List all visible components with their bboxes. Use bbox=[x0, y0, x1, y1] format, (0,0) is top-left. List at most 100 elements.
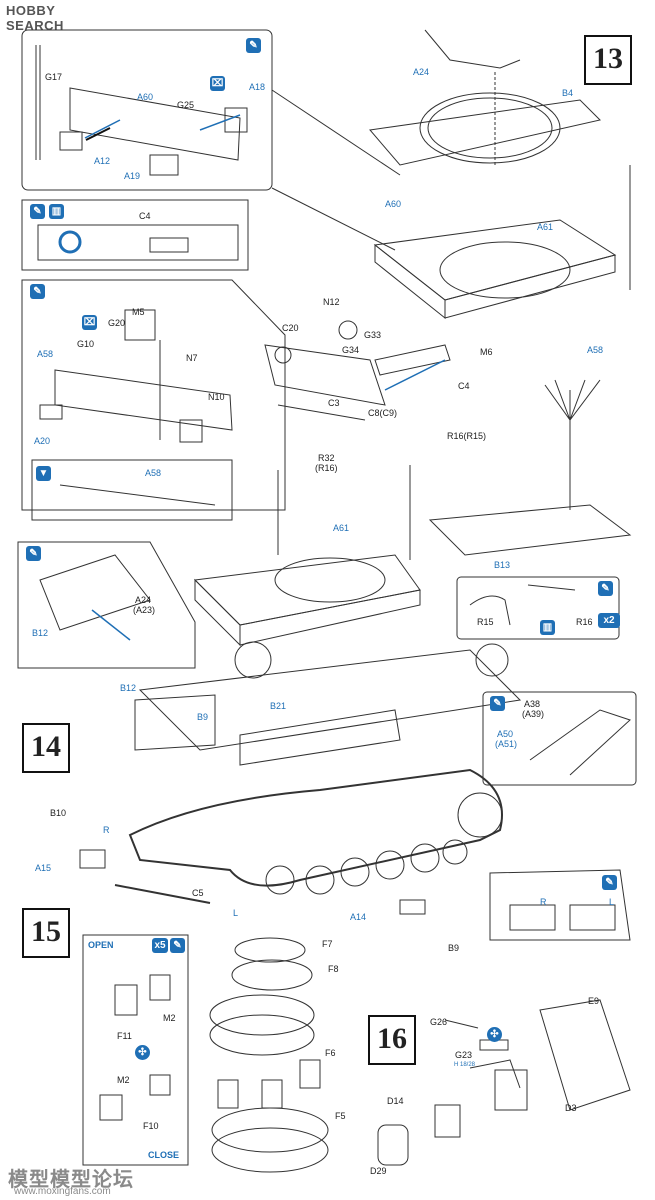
part-label-b9: B9 bbox=[197, 712, 209, 722]
part-label-b12: B12 bbox=[32, 628, 49, 638]
track-link-label-r: R bbox=[540, 897, 547, 907]
part-label-f10: F10 bbox=[143, 1121, 159, 1131]
part-label-g26: G26 bbox=[430, 1017, 448, 1027]
part-label-h: H 18/28 bbox=[454, 1062, 476, 1068]
part-label-r16-r15: R16(R15) bbox=[447, 431, 487, 441]
cement-icon: ✎ bbox=[246, 38, 261, 53]
part-label-g34: G34 bbox=[342, 345, 360, 355]
hull-top-a61 bbox=[373, 219, 617, 301]
part-label-g20: G20 bbox=[108, 318, 126, 328]
side-panel-c20 bbox=[264, 344, 386, 406]
detail-box-fender bbox=[21, 279, 286, 511]
detail-box-c4 bbox=[21, 199, 249, 271]
part-label-a58: A58 bbox=[587, 345, 604, 355]
part-label-d14: D14 bbox=[387, 1096, 404, 1106]
flip-icon: ▼ bbox=[36, 466, 51, 481]
part-label-d29: D29 bbox=[370, 1166, 387, 1176]
part-label-a50: A50 bbox=[497, 729, 514, 739]
step-number-14: 14 bbox=[22, 723, 70, 773]
part-label-c5: C5 bbox=[192, 888, 204, 898]
part-label-m5: M5 bbox=[132, 307, 145, 317]
part-label-a20: A20 bbox=[34, 436, 51, 446]
part-label-a12: A12 bbox=[94, 156, 111, 166]
part-label-m2: M2 bbox=[117, 1075, 130, 1085]
part-label-a38: A38 bbox=[524, 699, 541, 709]
paint-icon: ▥ bbox=[540, 620, 555, 635]
chassis-sides bbox=[138, 649, 522, 751]
part-label-m2: M2 bbox=[163, 1013, 176, 1023]
part-label-a51: (A51) bbox=[495, 739, 518, 749]
part-label-a60: A60 bbox=[385, 199, 402, 209]
brand-logo: HOBBY SEARCH bbox=[6, 3, 64, 33]
part-label-g25: G25 bbox=[177, 100, 195, 110]
part-label-f8: F8 bbox=[328, 964, 339, 974]
part-label-b9: B9 bbox=[448, 943, 460, 953]
part-label-a19: A19 bbox=[124, 171, 141, 181]
mantlet-e9 bbox=[539, 999, 631, 1111]
drill-hole-icon: ⌧ bbox=[82, 315, 97, 330]
part-label-f5: F5 bbox=[335, 1111, 346, 1121]
drill-hole-icon: ⌧ bbox=[210, 76, 225, 91]
part-label-b12: B12 bbox=[120, 683, 137, 693]
track-label-r: R bbox=[103, 825, 110, 835]
part-label-r15: R15 bbox=[477, 617, 494, 627]
movable-icon: ✣ bbox=[135, 1045, 150, 1060]
part-label-a24: A24 bbox=[413, 67, 430, 77]
movable-icon: ✣ bbox=[487, 1027, 502, 1042]
part-label-c4: C4 bbox=[139, 211, 151, 221]
cement-icon: ✎ bbox=[30, 204, 45, 219]
part-label-r32: R32 bbox=[318, 453, 335, 463]
step-number-13: 13 bbox=[584, 35, 632, 85]
detail-box-a38 bbox=[482, 691, 637, 786]
step-number-16: 16 bbox=[368, 1015, 416, 1065]
part-label-n10: N10 bbox=[208, 392, 225, 402]
open-label: OPEN bbox=[88, 940, 114, 950]
detail-box-open-close bbox=[82, 934, 189, 1166]
part-label-a61: A61 bbox=[537, 222, 554, 232]
cement-icon: ✎ bbox=[602, 875, 617, 890]
part-label-g23: G23 bbox=[455, 1050, 473, 1060]
part-label-a61: A61 bbox=[333, 523, 350, 533]
part-label-b10: B10 bbox=[50, 808, 67, 818]
part-label-a23: (A23) bbox=[133, 605, 156, 615]
quantity-x5-icon: x5 bbox=[152, 938, 168, 953]
engine-deck-b13 bbox=[428, 504, 632, 556]
part-label-c3: C3 bbox=[328, 398, 340, 408]
part-label-c20: C20 bbox=[282, 323, 299, 333]
part-label-g17: G17 bbox=[45, 72, 63, 82]
watermark-url: www.moxingfans.com bbox=[14, 1186, 111, 1197]
cement-icon: ✎ bbox=[26, 546, 41, 561]
cupola-f7 bbox=[234, 937, 306, 963]
deck-plate-b4 bbox=[369, 99, 601, 166]
part-label-a58: A58 bbox=[37, 349, 54, 359]
part-label-r16: R16 bbox=[576, 617, 593, 627]
detail-box-r15-r16 bbox=[456, 576, 620, 640]
part-label-a14: A14 bbox=[350, 912, 367, 922]
part-label-a24: A24 bbox=[135, 595, 152, 605]
detail-box-track-links bbox=[489, 869, 631, 941]
detail-box-top-left bbox=[21, 29, 273, 191]
part-label-a39: (A39) bbox=[522, 709, 545, 719]
paint-icon: ▥ bbox=[49, 204, 64, 219]
part-label-d3: D3 bbox=[565, 1103, 577, 1113]
quantity-x2-icon: x2 bbox=[598, 613, 620, 628]
cement-icon: ✎ bbox=[30, 284, 45, 299]
part-label-b4: B4 bbox=[562, 88, 574, 98]
track-link-label-l: L bbox=[609, 897, 615, 907]
part-label-g10: G10 bbox=[77, 339, 95, 349]
part-label-c4: C4 bbox=[458, 381, 470, 391]
part-label-n12: N12 bbox=[323, 297, 340, 307]
part-label-r16-alt: (R16) bbox=[315, 463, 338, 473]
part-label-f6: F6 bbox=[325, 1048, 336, 1058]
part-label-a18: A18 bbox=[249, 82, 266, 92]
watermark-logo: 模型模型论坛 bbox=[8, 1167, 134, 1191]
cement-icon: ✎ bbox=[598, 581, 613, 596]
hull-upper bbox=[193, 554, 421, 626]
part-label-a60: A60 bbox=[137, 92, 154, 102]
cement-icon: ✎ bbox=[490, 696, 505, 711]
step-number-15: 15 bbox=[22, 908, 70, 958]
part-label-n7: N7 bbox=[186, 353, 198, 363]
close-label: CLOSE bbox=[148, 1150, 180, 1160]
part-label-g33: G33 bbox=[364, 330, 382, 340]
